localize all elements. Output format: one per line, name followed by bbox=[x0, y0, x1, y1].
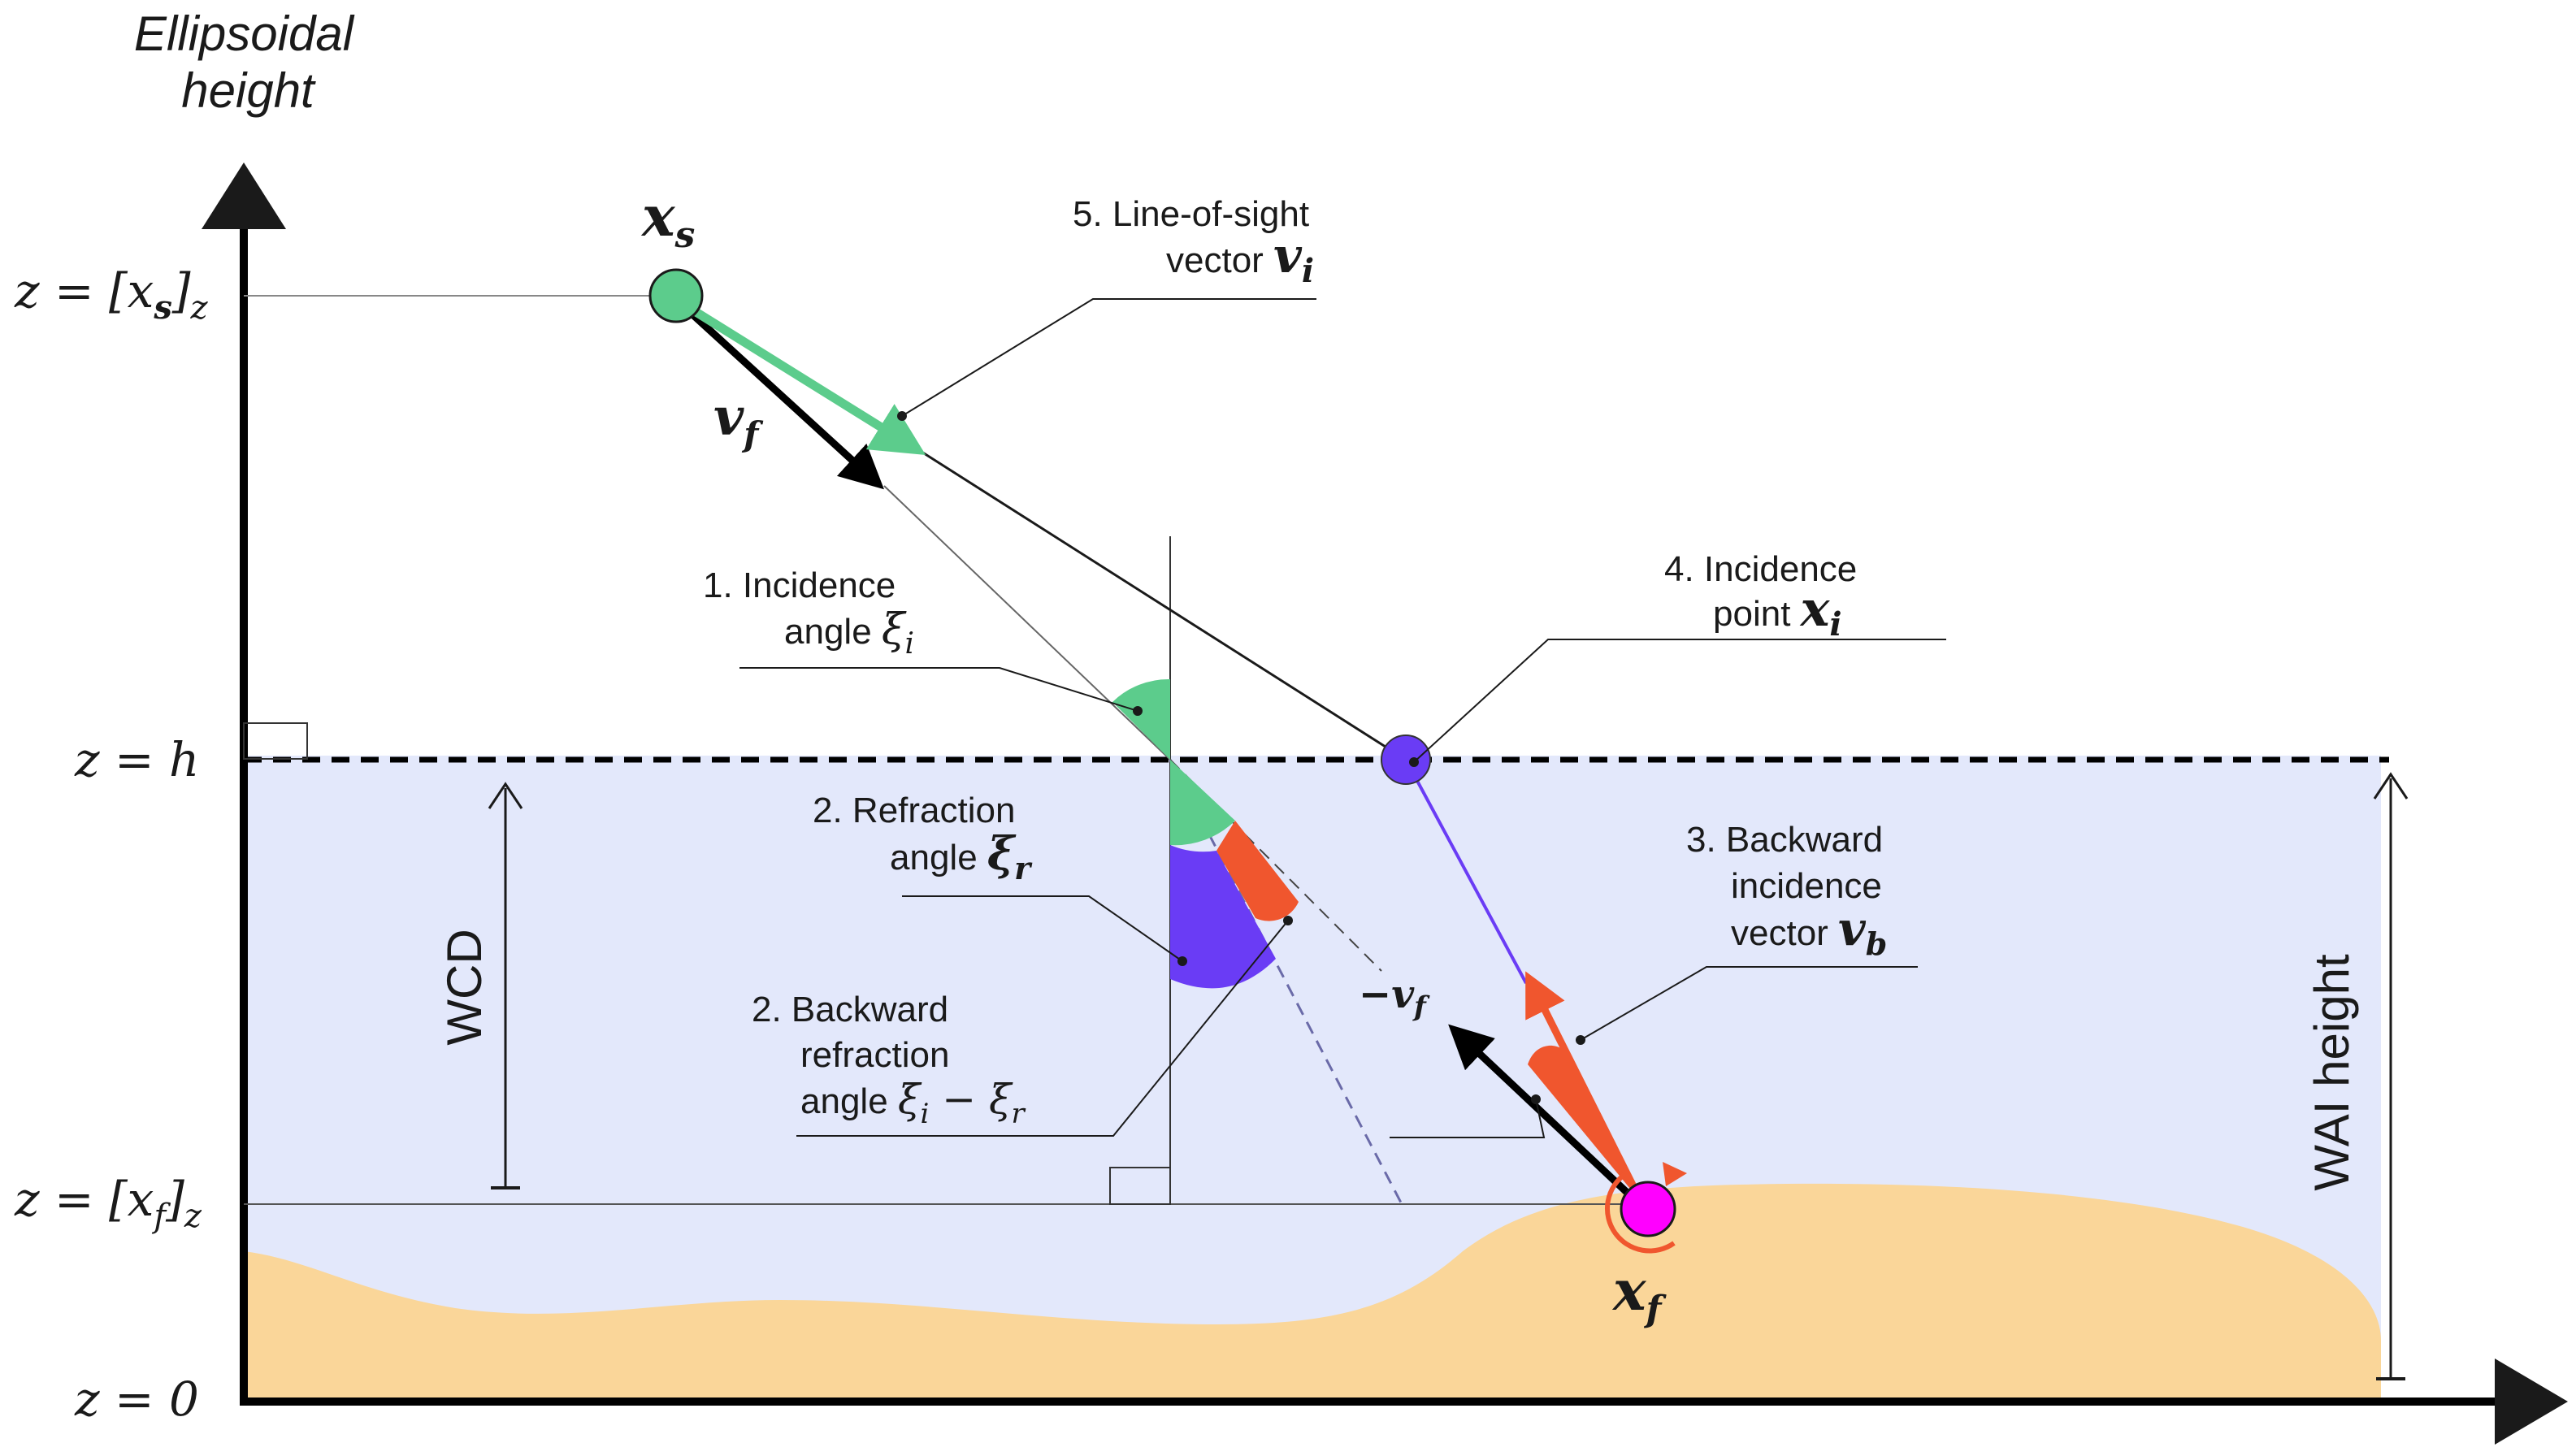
seafloor-point-xf bbox=[1620, 1181, 1676, 1237]
vf-arrow bbox=[687, 310, 884, 490]
vi-green-arrow bbox=[688, 305, 926, 455]
annotation-2-line2: angle ξr bbox=[890, 827, 1033, 886]
rotation-arc-icon bbox=[1605, 1172, 1676, 1254]
backward-incidence-vector bbox=[1525, 971, 1646, 1205]
annotation-2b-line3: angle ξi − ξr bbox=[800, 1076, 1026, 1130]
right-angle-marker-surface bbox=[243, 722, 308, 760]
tick-label-zs: z = [xs]z bbox=[14, 263, 209, 327]
tick-label-zf: z = [xf]z bbox=[14, 1172, 202, 1235]
leader-lines bbox=[739, 298, 1946, 1138]
annotation-3-line2: incidence bbox=[1731, 866, 1882, 906]
annotation-2b-line1: 2. Backward bbox=[752, 990, 948, 1029]
wcd-label: WCD bbox=[437, 929, 492, 1045]
annotation-3-line1: 3. Backward bbox=[1686, 820, 1883, 860]
annotation-4-line2: point xi bbox=[1713, 581, 1842, 644]
y-axis-title-line1: Ellipsoidal bbox=[134, 6, 355, 61]
annotation-2b-line2: refraction bbox=[800, 1035, 949, 1075]
annotation-3-line3: vector vb bbox=[1731, 901, 1887, 962]
label-neg-vf: −vf bbox=[1359, 972, 1430, 1023]
leader-dots bbox=[897, 411, 1585, 1104]
seafloor-sand bbox=[244, 1183, 2381, 1402]
refraction-angle-wedge-purple bbox=[1170, 845, 1276, 989]
vf-extension-line bbox=[883, 485, 1171, 760]
incidence-angle-wedge bbox=[1112, 678, 1170, 760]
wai-arrowhead bbox=[2373, 772, 2409, 800]
backward-incidence-cone bbox=[1528, 1045, 1641, 1202]
satellite-point-xs bbox=[648, 268, 704, 323]
label-vf: vf bbox=[713, 387, 764, 454]
y-axis-arrowhead bbox=[202, 162, 286, 229]
refraction-angle-wedge-green bbox=[1170, 760, 1235, 846]
annotation-2-line1: 2. Refraction bbox=[813, 791, 1015, 830]
annotation-1-line2: angle ξi bbox=[784, 605, 914, 661]
wcd-arrowhead bbox=[488, 782, 523, 809]
wai-height-label: WAI height bbox=[2305, 954, 2359, 1191]
tick-label-z0: z = 0 bbox=[74, 1372, 199, 1427]
rotation-arrowhead-icon bbox=[1663, 1162, 1687, 1186]
y-axis-title-line2: height bbox=[181, 63, 316, 118]
annotation-5-line1: 5. Line-of-sight bbox=[1073, 194, 1309, 234]
x-axis-arrowhead bbox=[2495, 1358, 2568, 1445]
neg-vf-arrow bbox=[1448, 1024, 1637, 1202]
label-xf: xf bbox=[1611, 1259, 1667, 1330]
annotation-5-line2: vector vi bbox=[1166, 228, 1314, 290]
annotation-4-line1: 4. Incidence bbox=[1664, 549, 1857, 589]
label-xs: xs bbox=[640, 184, 695, 256]
backward-refraction-wedge-red bbox=[1216, 821, 1299, 921]
tick-label-zh: z = h bbox=[74, 732, 199, 787]
incidence-point-xi bbox=[1381, 734, 1431, 785]
annotation-1-line1: 1. Incidence bbox=[703, 566, 896, 605]
refracted-ray-purple bbox=[1404, 759, 1528, 984]
